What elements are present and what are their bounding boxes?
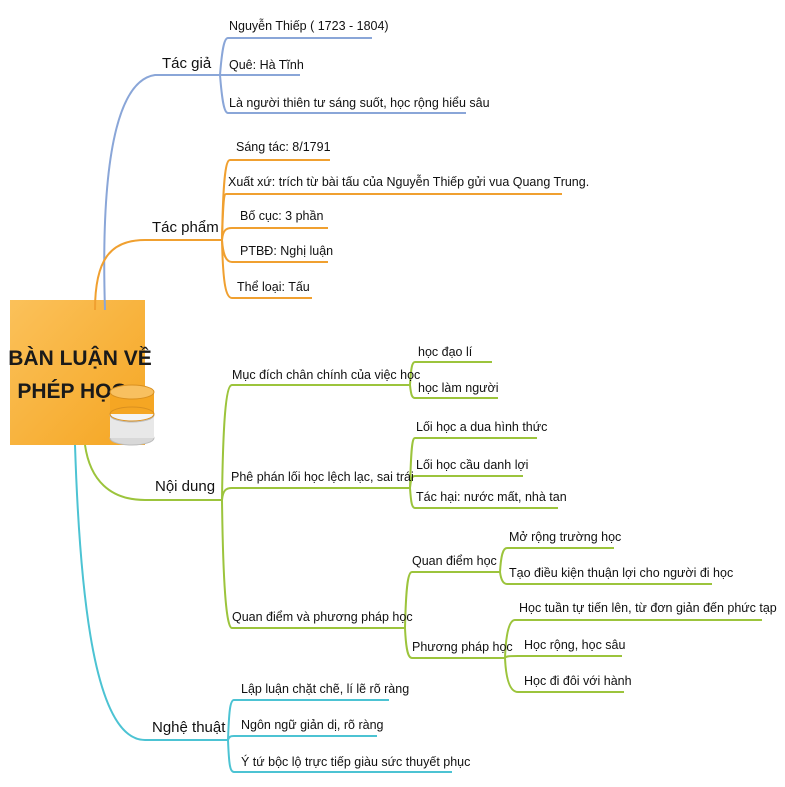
branch-label-noi-dung: Nội dung [155, 478, 215, 495]
leaf-muc-dich-0: học đạo lí [418, 345, 473, 359]
branch-label-tac-pham: Tác phẩm [152, 219, 219, 236]
central-node: BÀN LUẬN VỀ PHÉP HỌC [8, 300, 155, 446]
sub-muc-dich: Mục đích chân chính của việc học [232, 368, 420, 382]
leaf-nghe-thuat-0: Lập luận chặt chẽ, lí lẽ rõ ràng [241, 682, 409, 696]
leaf-nghe-thuat-1: Ngôn ngữ giản dị, rõ ràng [241, 718, 384, 732]
database-icon [109, 384, 155, 446]
leaf-phe-phan-0: Lối học a dua hình thức [416, 420, 547, 434]
leaf-tac-pham-1: Xuất xứ: trích từ bài tấu của Nguyễn Thi… [228, 174, 589, 189]
leaf-phuong-phap-hoc-0: Học tuần tự tiến lên, từ đơn giản đến ph… [519, 601, 777, 615]
connector-nghe-thuat [74, 444, 228, 741]
leaf-tac-pham-4: Thể loại: Tấu [237, 280, 310, 294]
leaf-phuong-phap-hoc-1: Học rộng, học sâu [524, 638, 625, 652]
leaf-tac-gia-2: Là người thiên tư sáng suốt, học rộng hi… [229, 96, 490, 110]
branch-label-tac-gia: Tác giả [162, 55, 212, 72]
leaf-phe-phan-1: Lối học cầu danh lợi [416, 458, 528, 472]
leaf-muc-dich-1: học làm người [418, 381, 499, 395]
sub-phe-phan: Phê phán lối học lệch lạc, sai trái [231, 470, 414, 484]
leaf-tac-gia-0: Nguyễn Thiếp ( 1723 - 1804) [229, 18, 389, 33]
leaf-quan-diem-hoc-0: Mở rộng trường học [509, 530, 621, 544]
connector-tac-pham [94, 239, 222, 311]
leaf-nghe-thuat-2: Ý tứ bộc lộ trực tiếp giàu sức thuyết ph… [241, 754, 470, 769]
branch-nghe-thuat [74, 444, 452, 773]
leaf-tac-pham-0: Sáng tác: 8/1791 [236, 140, 331, 154]
connector-tac-gia [103, 74, 220, 311]
central-title-line1: BÀN LUẬN VỀ [8, 346, 152, 370]
leaf-tac-pham-3: PTBĐ: Nghị luận [240, 244, 333, 258]
branch-label-nghe-thuat: Nghệ thuật [152, 719, 226, 736]
sub-phuong-phap-hoc: Phương pháp học [412, 640, 513, 654]
leaf-tac-gia-1: Quê: Hà Tĩnh [229, 58, 304, 72]
leaf-tac-pham-2: Bố cục: 3 phần [240, 209, 323, 223]
branch-noi-dung [84, 361, 762, 693]
sub-quan-diem-hoc: Quan điểm học [412, 554, 497, 568]
central-title-line2: PHÉP HỌC [17, 380, 126, 403]
branch-tac-pham [94, 159, 562, 311]
leaf-phuong-phap-hoc-2: Học đi đôi với hành [524, 674, 632, 688]
leaf-quan-diem-hoc-1: Tạo điều kiện thuận lợi cho người đi học [509, 566, 733, 580]
connector-noi-dung [84, 444, 222, 501]
leaf-phe-phan-2: Tác hại: nước mất, nhà tan [416, 490, 567, 504]
sub-quan-diem: Quan điểm và phương pháp học [232, 610, 413, 624]
branch-tac-gia [103, 37, 466, 311]
